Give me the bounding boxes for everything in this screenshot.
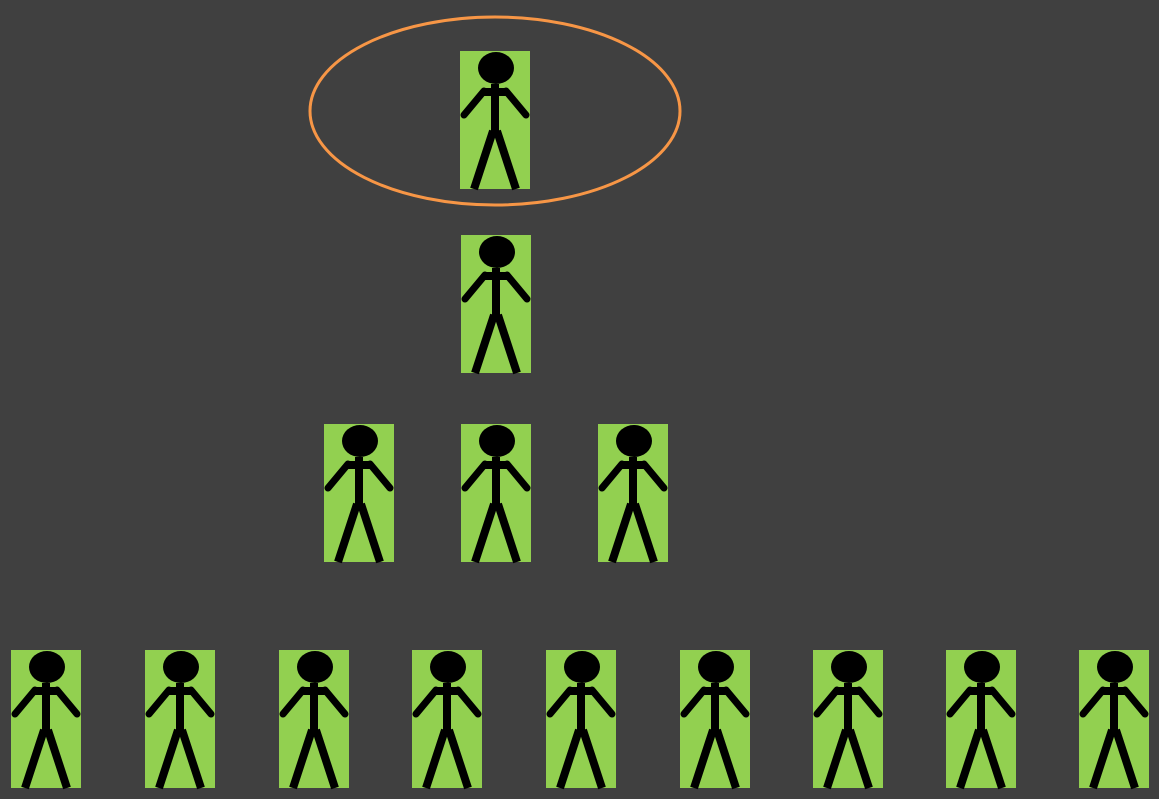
stick-figure-icon <box>546 651 616 790</box>
stick-figure-icon <box>145 651 215 790</box>
person-second-1 <box>461 235 531 375</box>
person-bottom-5 <box>546 650 616 790</box>
stick-figure-icon <box>1079 651 1149 790</box>
person-third-1 <box>324 424 394 564</box>
highlight-ellipse <box>308 15 682 207</box>
stick-figure-icon <box>461 236 531 375</box>
stick-figure-icon <box>279 651 349 790</box>
person-third-2 <box>461 424 531 564</box>
person-bottom-9 <box>1079 650 1149 790</box>
person-bottom-8 <box>946 650 1016 790</box>
stick-figure-icon <box>946 651 1016 790</box>
person-top-1 <box>460 51 530 191</box>
stick-figure-icon <box>461 425 531 564</box>
person-third-3 <box>598 424 668 564</box>
person-bottom-1 <box>11 650 81 790</box>
person-bottom-7 <box>813 650 883 790</box>
person-bottom-3 <box>279 650 349 790</box>
person-bottom-2 <box>145 650 215 790</box>
stick-figure-icon <box>598 425 668 564</box>
figures-layer <box>11 51 1149 790</box>
stick-figure-icon <box>412 651 482 790</box>
stick-figure-icon <box>680 651 750 790</box>
person-bottom-6 <box>680 650 750 790</box>
person-bottom-4 <box>412 650 482 790</box>
stick-figure-icon <box>324 425 394 564</box>
stick-figure-icon <box>813 651 883 790</box>
stick-figure-icon <box>11 651 81 790</box>
stick-figure-icon <box>460 52 530 191</box>
